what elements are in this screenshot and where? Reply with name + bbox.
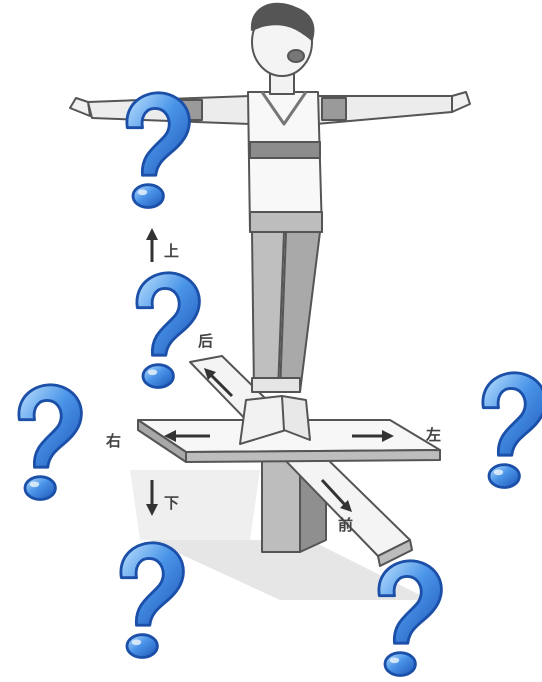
question-mark-icon	[137, 273, 199, 388]
question-mark-icon	[121, 543, 183, 658]
label-down: 下	[164, 494, 179, 512]
label-left: 左	[425, 426, 441, 444]
label-up: 上	[164, 242, 179, 260]
left-leg	[252, 232, 284, 392]
question-mark-icon	[379, 561, 441, 676]
question-mark-icon	[483, 373, 542, 488]
person-figure	[70, 4, 470, 444]
right-leg	[280, 232, 320, 392]
question-mark-icon	[127, 93, 189, 208]
arrow-up-marker	[146, 228, 158, 262]
label-back: 后	[198, 332, 213, 350]
question-mark-icon	[19, 385, 81, 500]
label-right: 右	[106, 432, 121, 450]
label-front: 前	[338, 516, 353, 534]
